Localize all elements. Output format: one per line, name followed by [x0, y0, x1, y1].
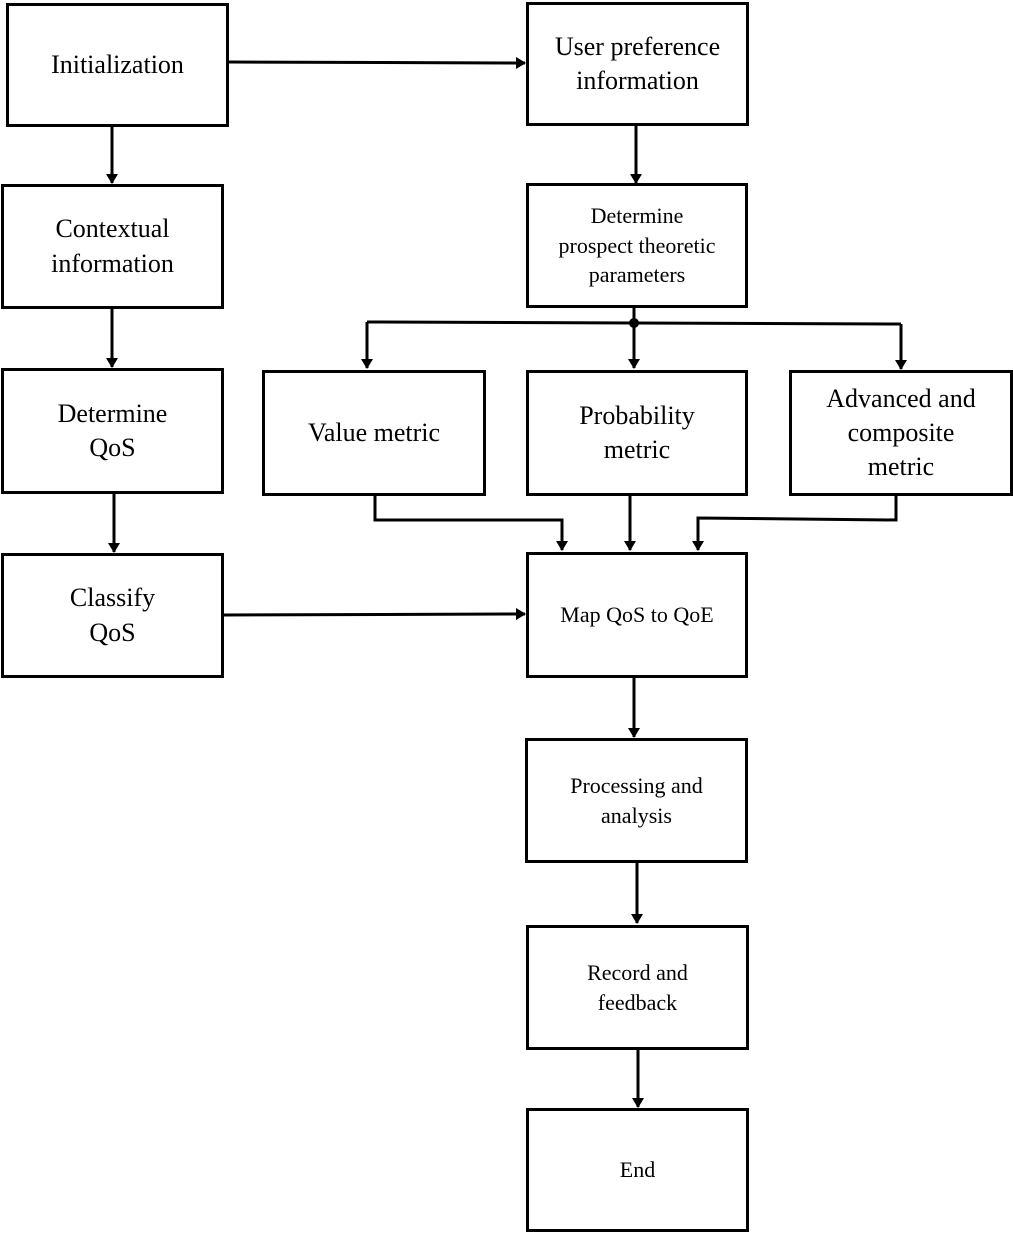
node-map-qos-to-qoe: Map QoS to QoE [526, 552, 748, 678]
node-user-preference-information: User preference information [526, 2, 749, 126]
node-classify-qos: Classify QoS [1, 553, 224, 678]
node-processing-analysis: Processing and analysis [525, 738, 748, 863]
node-label: Record and feedback [587, 959, 688, 1015]
node-label: Contextual information [51, 214, 174, 278]
node-value-metric: Value metric [262, 370, 486, 496]
node-label: Map QoS to QoE [560, 602, 714, 628]
node-label: Processing and analysis [570, 772, 703, 828]
node-label: Advanced and composite metric [826, 383, 976, 482]
node-advanced-composite-metric: Advanced and composite metric [789, 370, 1013, 496]
node-record-feedback: Record and feedback [526, 925, 749, 1050]
node-label: Determine QoS [57, 398, 168, 462]
node-contextual-information: Contextual information [1, 184, 224, 309]
arrow-advanced-to-map [692, 495, 898, 551]
arrow-init-to-userpref [228, 56, 526, 69]
node-label: User preference information [554, 31, 721, 95]
arrow-classify-to-map [222, 608, 526, 621]
branch-junction-dot [629, 318, 639, 328]
node-determine-qos: Determine QoS [1, 368, 224, 494]
node-probability-metric: Probability metric [526, 370, 748, 496]
node-determine-prospect-parameters: Determine prospect theoretic parameters [526, 183, 748, 308]
node-label: Determine prospect theoretic parameters [558, 202, 716, 288]
node-end: End [526, 1108, 749, 1232]
node-initialization: Initialization [6, 3, 229, 127]
node-label: Probability metric [579, 400, 695, 464]
node-label: Initialization [51, 49, 184, 79]
arrow-value-to-map [373, 495, 568, 551]
node-label: End [619, 1157, 656, 1183]
node-label: Classify QoS [69, 583, 156, 647]
node-label: Value metric [307, 417, 441, 447]
